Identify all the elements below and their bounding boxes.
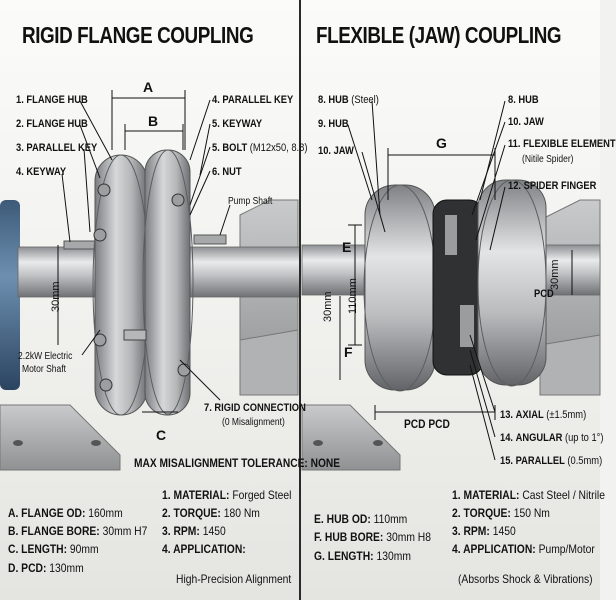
left-dimension-lines bbox=[57, 90, 231, 413]
spec-application-value: High-Precision Alignment bbox=[176, 572, 292, 586]
jaw-pump-shaft-diameter: 30mm bbox=[549, 259, 561, 290]
spec-material: 1. MATERIAL: Forged Steel bbox=[162, 488, 292, 502]
dim-e-label: E bbox=[342, 239, 352, 255]
motor-shaft-label-2: Motor Shaft bbox=[22, 364, 66, 375]
jaw-hub-diameter: 110mm bbox=[347, 278, 359, 314]
spec-f: F. HUB BORE: 30mm H8 bbox=[314, 530, 431, 544]
spec-application-r-value: (Absorbs Shock & Vibrations) bbox=[458, 572, 593, 586]
callout-11-flexible-element: 11. FLEXIBLE ELEMENT bbox=[508, 138, 616, 150]
left-base-plate bbox=[0, 404, 121, 471]
spec-rpm: 3. RPM: 1450 bbox=[162, 524, 226, 538]
callout-1-flange-hub: 1. FLANGE HUB bbox=[16, 94, 88, 106]
right-title: FLEXIBLE (JAW) COUPLING bbox=[316, 22, 562, 48]
spec-g: G. LENGTH: 130mm bbox=[314, 549, 411, 563]
pcd-label-right: PCD bbox=[534, 288, 554, 300]
flange-hub-2 bbox=[142, 149, 194, 416]
callout-9-hub: 9. HUB bbox=[318, 118, 349, 130]
callout-8-hub: 8. HUB bbox=[508, 94, 539, 106]
callout-12-spider-finger: 12. SPIDER FINGER bbox=[508, 180, 597, 192]
right-dimension-lines bbox=[339, 100, 573, 461]
callout-3-parallel-key: 3. PARALLEL KEY bbox=[16, 142, 98, 154]
dim-b-label: B bbox=[148, 113, 159, 129]
jaw-base-plate bbox=[301, 404, 401, 471]
spec-c: C. LENGTH: 90mm bbox=[8, 542, 99, 556]
spec-d: D. PCD: 130mm bbox=[8, 561, 84, 575]
spec-b: B. FLANGE BORE: 30mm H7 bbox=[8, 524, 148, 538]
flange-hub-1 bbox=[92, 154, 150, 416]
dim-f-label: F bbox=[344, 344, 353, 360]
misalign-angular: 14. ANGULAR (up to 1°) bbox=[500, 432, 604, 444]
left-shaft-diameter: 30mm bbox=[50, 281, 62, 312]
callout-5-bolt: 5. BOLT (M12x50, 8.8) bbox=[212, 142, 308, 154]
callout-10-jaw: 10. JAW bbox=[318, 145, 354, 157]
callout-4-keyway: 4. KEYWAY bbox=[16, 166, 67, 178]
callout-7-rigid-connection: 7. RIGID CONNECTION bbox=[204, 402, 306, 414]
spec-torque-r: 2. TORQUE: 150 Nm bbox=[452, 506, 550, 520]
callout-4-parallel-key: 4. PARALLEL KEY bbox=[212, 94, 294, 106]
left-title: RIGID FLANGE COUPLING bbox=[22, 22, 254, 48]
jaw-shaft-diameter: 30mm bbox=[322, 291, 334, 322]
dim-g-label: G bbox=[436, 135, 447, 151]
dim-c-label: C bbox=[156, 427, 167, 443]
callout-8-hub-steel: 8. HUB (Steel) bbox=[318, 94, 379, 106]
misalign-axial: 13. AXIAL (±1.5mm) bbox=[500, 409, 587, 421]
pump-shaft-label: Pump Shaft bbox=[228, 196, 273, 207]
callout-2-flange-hub: 2. FLANGE HUB bbox=[16, 118, 88, 130]
misalign-parallel: 15. PARALLEL (0.5mm) bbox=[500, 455, 603, 467]
jaw-hub-left bbox=[363, 184, 437, 392]
motor-body bbox=[0, 200, 20, 390]
jaw-spider bbox=[432, 199, 484, 376]
flange-bolts bbox=[93, 183, 191, 392]
spec-material-r: 1. MATERIAL: Cast Steel / Nitrile bbox=[452, 488, 605, 502]
spec-rpm-r: 3. RPM: 1450 bbox=[452, 524, 516, 538]
jaw-hub-right bbox=[477, 179, 547, 387]
spec-e: E. HUB OD: 110mm bbox=[314, 512, 408, 526]
callout-10-jaw-r: 10. JAW bbox=[508, 116, 544, 128]
tolerance-statement: MAX MISALIGNMENT TOLERANCE: NONE bbox=[134, 456, 341, 470]
motor-shaft-label-1: 2.2kW Electric bbox=[18, 351, 73, 362]
callout-11-note: (Nitile Spider) bbox=[522, 154, 574, 165]
callout-7-note: (0 Misalignment) bbox=[222, 417, 285, 428]
spec-application-r: 4. APPLICATION: Pump/Motor bbox=[452, 542, 595, 556]
spec-torque: 2. TORQUE: 180 Nm bbox=[162, 506, 260, 520]
spec-a: A. FLANGE OD: 160mm bbox=[8, 506, 123, 520]
coupling-illustration bbox=[0, 90, 601, 471]
panel-divider bbox=[299, 0, 301, 600]
callout-6-nut: 6. NUT bbox=[212, 166, 242, 178]
pcd-label-bottom: PCD PCD bbox=[404, 417, 450, 431]
pump-pedestal-left bbox=[239, 199, 299, 396]
dim-a-label: A bbox=[143, 79, 154, 95]
spec-application: 4. APPLICATION: bbox=[162, 542, 246, 556]
callout-5-keyway: 5. KEYWAY bbox=[212, 118, 263, 130]
